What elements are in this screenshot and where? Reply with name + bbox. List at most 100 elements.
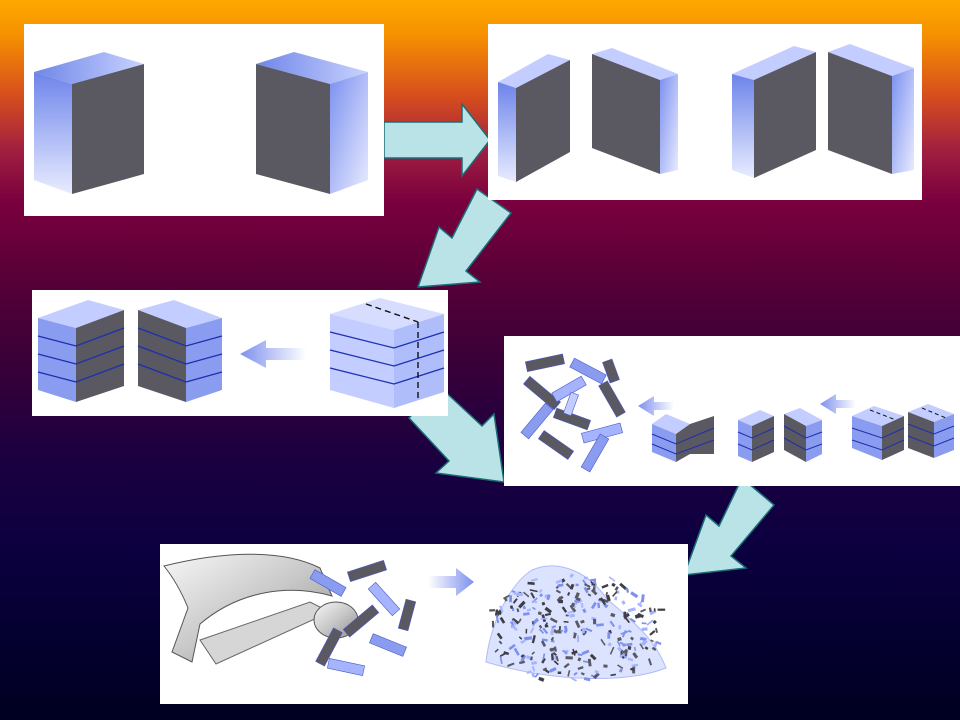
fragment xyxy=(611,582,616,587)
fragment xyxy=(498,640,503,645)
fragment xyxy=(594,670,600,674)
fragment xyxy=(627,657,634,662)
slab-3 xyxy=(732,46,816,178)
fragment xyxy=(654,627,659,634)
fragment xyxy=(648,607,652,613)
fragment xyxy=(627,645,632,651)
fragment xyxy=(544,606,553,614)
fragment xyxy=(649,630,656,636)
fragment xyxy=(625,617,631,624)
fragment xyxy=(572,632,577,639)
fragment xyxy=(631,663,639,668)
fragment xyxy=(508,643,516,651)
fragment xyxy=(537,611,542,616)
panel-cut-pieces xyxy=(504,336,960,486)
fragment xyxy=(617,637,622,642)
fragment xyxy=(549,617,558,624)
fragment xyxy=(509,595,513,603)
fragment xyxy=(499,616,506,624)
fragment xyxy=(569,583,575,590)
fragment xyxy=(633,646,637,651)
flow-arrow-right xyxy=(383,101,491,179)
fragment xyxy=(520,654,527,662)
flow-arrow-left-tiny-2 xyxy=(820,394,856,414)
fragment xyxy=(584,583,591,588)
fragment xyxy=(609,620,616,628)
fragment xyxy=(541,657,546,664)
fragment xyxy=(608,576,616,582)
fragment xyxy=(557,629,561,634)
fragment xyxy=(558,600,563,604)
fragment xyxy=(511,619,518,626)
fragment xyxy=(555,589,561,594)
fragment xyxy=(637,602,643,608)
fragment xyxy=(491,620,495,628)
fragment xyxy=(562,649,568,655)
fragment xyxy=(526,608,532,612)
fragment xyxy=(655,640,662,645)
fragment xyxy=(640,637,644,641)
flow-arrow-right-small xyxy=(428,568,474,596)
fragment xyxy=(583,677,591,682)
fragment xyxy=(555,579,563,584)
fragment xyxy=(580,672,585,676)
fragment xyxy=(621,649,626,654)
fragment xyxy=(624,650,627,657)
fragment xyxy=(574,592,580,600)
fragment xyxy=(531,651,535,655)
fragment xyxy=(567,610,574,614)
fragment xyxy=(503,597,508,602)
fragment xyxy=(614,596,618,601)
fragment xyxy=(550,628,555,636)
fragment xyxy=(531,665,536,672)
fragment xyxy=(632,652,639,659)
fragment xyxy=(532,599,538,604)
fragment xyxy=(572,648,576,656)
fragment xyxy=(503,651,510,656)
fragment xyxy=(577,635,580,643)
fragment xyxy=(640,639,648,647)
fragment xyxy=(538,628,545,634)
fragment xyxy=(590,588,598,596)
fragment xyxy=(596,623,604,627)
fragment xyxy=(593,672,600,680)
fragment xyxy=(577,653,583,657)
fragment xyxy=(532,617,540,625)
slab-4 xyxy=(828,44,914,174)
fragment xyxy=(646,619,654,626)
fragment xyxy=(619,582,627,591)
fragment xyxy=(630,636,635,641)
fragment xyxy=(627,607,636,613)
fragment xyxy=(513,647,520,656)
fragment xyxy=(612,590,618,597)
fragment xyxy=(637,612,645,619)
fragment xyxy=(603,664,608,668)
fragment xyxy=(499,652,507,657)
fragment xyxy=(563,620,569,623)
fragment xyxy=(531,606,536,611)
fragment xyxy=(518,600,526,609)
block-right xyxy=(256,52,368,194)
fragment xyxy=(541,601,546,606)
fragment xyxy=(544,612,552,617)
fragment xyxy=(647,658,653,666)
fragment xyxy=(530,578,538,582)
fragment xyxy=(567,592,571,596)
fragment xyxy=(519,660,525,665)
fragment xyxy=(587,658,592,667)
fragment xyxy=(515,592,523,596)
fragment xyxy=(582,579,587,585)
fragment xyxy=(644,646,649,651)
fragment xyxy=(534,672,540,678)
sliced-block-left xyxy=(37,300,125,402)
fragment xyxy=(650,639,654,643)
fragment xyxy=(489,609,496,612)
fragment xyxy=(530,592,536,599)
block-left xyxy=(34,52,144,194)
fragment xyxy=(607,642,612,647)
fragment xyxy=(499,605,504,613)
panel-layered-slices xyxy=(32,290,448,416)
fragment xyxy=(495,615,500,624)
fragment xyxy=(629,617,636,623)
fragment xyxy=(499,655,503,665)
